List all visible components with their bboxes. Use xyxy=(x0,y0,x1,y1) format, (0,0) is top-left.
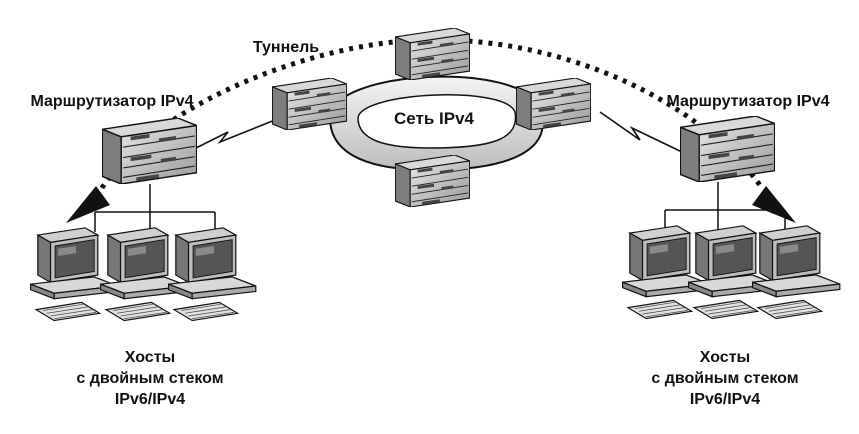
router-right-label: Маршрутизатор IPv4 xyxy=(666,93,829,110)
lan-right-wiring xyxy=(664,182,786,230)
hosts-right-label-line1: Хосты xyxy=(700,349,750,366)
core-router-right xyxy=(516,78,591,130)
hosts-left-label-line1: Хосты xyxy=(125,349,175,366)
host-left-2 xyxy=(100,227,189,322)
tunnel-label: Туннель xyxy=(253,39,319,56)
router-left-label: Маршрутизатор IPv4 xyxy=(30,93,193,110)
host-left-3 xyxy=(168,227,257,322)
tunnel-arrow-left-icon xyxy=(66,186,110,223)
tunnel-arrow-right-icon xyxy=(752,186,796,223)
hosts-left-label-line2: с двойным стеком xyxy=(76,370,223,387)
hosts-right-label-line2: с двойным стеком xyxy=(651,370,798,387)
hosts-left-label-line3: IPv6/IPv4 xyxy=(115,391,185,408)
lan-left-wiring xyxy=(94,184,216,232)
wan-link-right xyxy=(599,111,683,153)
edge-router-right xyxy=(680,116,775,182)
host-right-3 xyxy=(752,225,841,320)
core-router-bottom xyxy=(395,155,470,207)
host-left-1 xyxy=(30,227,119,322)
edge-router-left xyxy=(102,118,197,184)
network-label: Сеть IPv4 xyxy=(394,109,475,128)
wan-link-left xyxy=(195,119,276,149)
hosts-right-label-line3: IPv6/IPv4 xyxy=(690,391,760,408)
core-router-top xyxy=(395,28,470,80)
ipv4-network-ring xyxy=(328,75,544,172)
core-router-left xyxy=(272,78,347,130)
